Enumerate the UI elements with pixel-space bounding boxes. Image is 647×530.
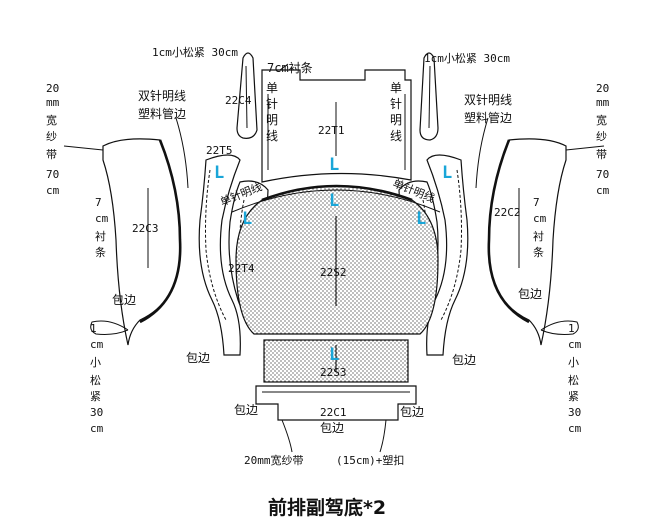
svg-text:宽: 宽 xyxy=(596,113,607,127)
svg-text:cm: cm xyxy=(596,184,610,197)
edge-binding-t4-right-label: 包边 xyxy=(452,353,476,367)
double-stitch-right-label: 双针明线 xyxy=(464,92,512,107)
svg-text:单: 单 xyxy=(390,81,402,95)
left-elastic-side-label: 1 cm 小 松 紧 30 cm xyxy=(90,322,104,435)
svg-text:20: 20 xyxy=(596,82,609,95)
edge-binding-c2-label: 包边 xyxy=(518,287,542,301)
svg-text:明: 明 xyxy=(390,113,402,127)
svg-text:纱: 纱 xyxy=(596,130,607,143)
svg-text:7: 7 xyxy=(95,196,102,209)
svg-text:cm: cm xyxy=(568,422,582,435)
right-tape-label: 20 mm 宽 纱 带 70 cm xyxy=(596,82,610,197)
piece-22c3 xyxy=(102,138,181,346)
code-22s3: 22S3 xyxy=(320,366,347,379)
plastic-edge-right-label: 塑料管边 xyxy=(464,110,512,125)
right-elastic-side-label: 1 cm 小 松 紧 30 cm xyxy=(568,322,582,435)
svg-text:明: 明 xyxy=(266,113,278,127)
svg-text:松: 松 xyxy=(568,373,579,387)
svg-text:cm: cm xyxy=(46,184,60,197)
svg-text:cm: cm xyxy=(90,422,104,435)
piece-22c2 xyxy=(488,138,567,346)
diagram-title: 前排副驾底*2 xyxy=(268,496,386,519)
top-lining-label: 7cm衬条 xyxy=(267,61,313,75)
code-22c1: 22C1 xyxy=(320,406,347,419)
svg-text:带: 带 xyxy=(596,148,607,161)
svg-text:松: 松 xyxy=(90,373,101,387)
marker-l-t1: L xyxy=(329,155,339,175)
piece-22c1 xyxy=(255,385,417,421)
svg-text:宽: 宽 xyxy=(46,113,57,127)
svg-text:衬: 衬 xyxy=(533,230,544,243)
marker-l-t5-left: L xyxy=(214,163,224,183)
plastic-edge-left-label: 塑料管边 xyxy=(138,106,186,121)
single-stitch-right-label: 单 针 明 线 xyxy=(390,81,402,143)
svg-text:30: 30 xyxy=(90,406,103,419)
double-stitch-left-label: 双针明线 xyxy=(138,88,186,103)
top-left-elastic-label: 1cm小松紧 30cm xyxy=(152,45,238,59)
svg-text:70: 70 xyxy=(596,168,609,181)
svg-text:线: 线 xyxy=(390,129,402,143)
piece-22t5-right xyxy=(426,154,469,356)
svg-text:cm: cm xyxy=(533,212,547,225)
edge-binding-c1-right-label: 包边 xyxy=(400,405,424,419)
single-stitch-left-label: 单 针 明 线 xyxy=(266,81,278,143)
top-right-elastic-label: 1cm小松紧 30cm xyxy=(424,51,510,65)
code-22c4: 22C4 xyxy=(225,94,252,107)
svg-text:70: 70 xyxy=(46,168,59,181)
buckle-label: (15cm)+塑扣 xyxy=(336,453,404,467)
svg-text:小: 小 xyxy=(90,356,101,369)
marker-l-s3: L xyxy=(329,345,339,365)
svg-text:30: 30 xyxy=(568,406,581,419)
svg-text:1: 1 xyxy=(90,322,97,335)
svg-text:针: 针 xyxy=(390,96,402,111)
edge-binding-t4-left-label: 包边 xyxy=(186,351,210,365)
svg-text:纱: 纱 xyxy=(46,130,57,143)
svg-text:cm: cm xyxy=(568,338,582,351)
svg-text:20: 20 xyxy=(46,82,59,95)
code-22c3: 22C3 xyxy=(132,222,159,235)
svg-text:cm: cm xyxy=(90,338,104,351)
elastic-loop-right-icon xyxy=(540,320,579,335)
code-22t5: 22T5 xyxy=(206,144,233,157)
svg-text:紧: 紧 xyxy=(90,390,101,403)
marker-l-t4-left: L xyxy=(242,209,252,229)
svg-text:线: 线 xyxy=(266,129,278,143)
code-22s2: 22S2 xyxy=(320,266,347,279)
edge-binding-c1-center-label: 包边 xyxy=(320,421,344,435)
left-tape-label: 20 mm 宽 纱 带 70 cm xyxy=(46,82,60,197)
code-22c2: 22C2 xyxy=(494,206,521,219)
right-lining-label: 7 cm 衬 条 xyxy=(533,196,547,259)
svg-text:单: 单 xyxy=(266,81,278,95)
code-22t1: 22T1 xyxy=(318,124,345,137)
marker-l-t4-right: L xyxy=(416,209,426,229)
edge-binding-c3-label: 包边 xyxy=(112,293,136,307)
svg-text:针: 针 xyxy=(266,96,278,111)
left-lining-label: 7 cm 衬 条 xyxy=(95,196,109,259)
svg-text:紧: 紧 xyxy=(568,390,579,403)
svg-text:带: 带 xyxy=(46,148,57,161)
svg-text:mm: mm xyxy=(46,96,60,109)
svg-text:cm: cm xyxy=(95,212,109,225)
svg-text:条: 条 xyxy=(533,245,544,259)
svg-text:条: 条 xyxy=(95,245,106,259)
code-22t4: 22T4 xyxy=(228,262,255,275)
marker-l-s2: L xyxy=(329,191,339,211)
svg-text:1: 1 xyxy=(568,322,575,335)
svg-text:mm: mm xyxy=(596,96,610,109)
elastic-loop-left-icon xyxy=(90,320,129,335)
svg-text:小: 小 xyxy=(568,356,579,369)
piece-22c4-left xyxy=(236,52,258,139)
tape-bottom-label: 20mm宽纱带 xyxy=(244,453,304,467)
svg-text:7: 7 xyxy=(533,196,540,209)
edge-binding-c1-left-label: 包边 xyxy=(234,403,258,417)
svg-text:衬: 衬 xyxy=(95,230,106,243)
piece-22c4-right xyxy=(419,52,439,141)
marker-l-t5-right: L xyxy=(442,163,452,183)
piece-22t5 xyxy=(198,154,241,356)
